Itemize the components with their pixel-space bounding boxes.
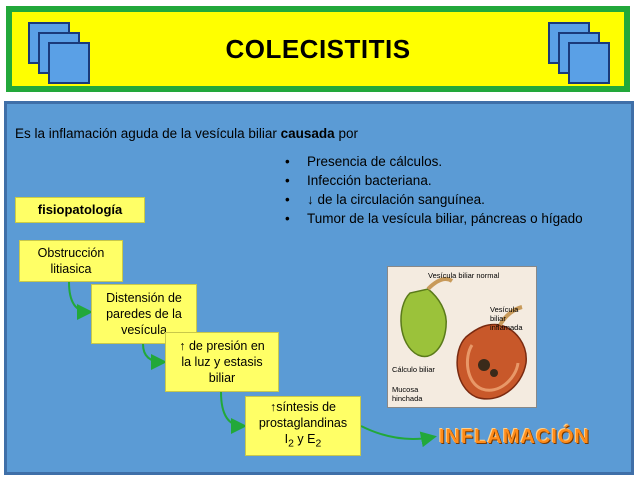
figure-label-normal: Vesícula biliar normal (428, 271, 500, 280)
title-banner: COLECISTITIS (6, 6, 630, 92)
list-item: Infección bacteriana. (283, 171, 583, 190)
result-heading: INFLAMACIÓN (439, 426, 590, 448)
figure-label-inflamed: Vesícula biliar inflamada (490, 305, 523, 332)
slide-title: COLECISTITIS (225, 34, 411, 64)
stacked-cards-icon (548, 22, 618, 92)
gallbladder-illustration: Vesícula biliar normal Vesícula biliar i… (387, 266, 537, 408)
stacked-cards-icon (28, 22, 98, 92)
flow-arrow (220, 391, 247, 434)
list-item: Presencia de cálculos. (283, 152, 583, 171)
definition-text: Es la inflamación aguda de la vesícula b… (15, 126, 358, 141)
figure-label-stone: Cálculo biliar (392, 365, 435, 374)
flow-arrow (360, 425, 437, 448)
causes-list: Presencia de cálculos. Infección bacteri… (283, 152, 583, 228)
content-panel: Es la inflamación aguda de la vesícula b… (4, 101, 634, 475)
flow-arrow (68, 281, 93, 320)
list-item: ↓ de la circulación sanguínea. (283, 190, 583, 209)
figure-label-mucosa: Mucosa hinchada (392, 385, 423, 403)
list-item: Tumor de la vesícula biliar, páncreas o … (283, 209, 583, 228)
section-label: fisiopatología (15, 197, 145, 223)
flow-arrow (142, 343, 167, 370)
gallbladder-drawing (388, 267, 536, 407)
